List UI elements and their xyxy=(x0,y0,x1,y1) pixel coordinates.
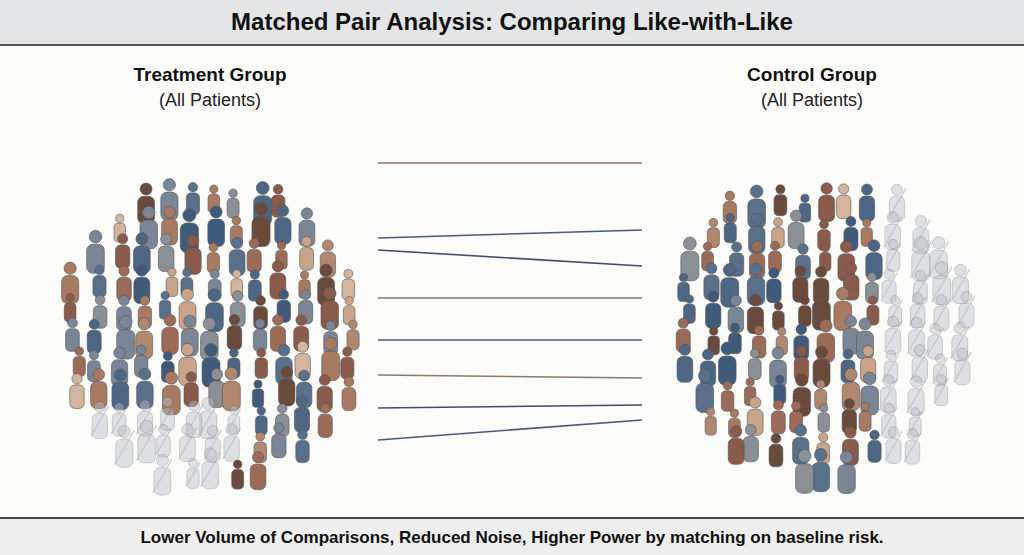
match-line xyxy=(378,375,642,378)
caption-bar: Lower Volume of Comparisons, Reduced Noi… xyxy=(0,517,1024,555)
match-line xyxy=(378,163,642,164)
patient-group: Control Group (All Patients) xyxy=(642,64,982,504)
match-line xyxy=(378,298,642,299)
diagram-title: Matched Pair Analysis: Comparing Like-wi… xyxy=(231,8,793,36)
match-line xyxy=(378,340,642,341)
title-bar: Matched Pair Analysis: Comparing Like-wi… xyxy=(0,0,1024,46)
group-subheading: (All Patients) xyxy=(642,90,982,111)
match-line xyxy=(378,230,642,238)
match-line xyxy=(378,405,642,408)
match-line xyxy=(378,250,642,266)
patient-group: Treatment Group (All Patients) xyxy=(42,64,378,504)
match-line xyxy=(378,420,642,440)
group-heading: Control Group xyxy=(642,64,982,86)
group-heading: Treatment Group xyxy=(42,64,378,86)
diagram-caption: Lower Volume of Comparisons, Reduced Noi… xyxy=(140,528,883,548)
group-subheading: (All Patients) xyxy=(42,90,378,111)
